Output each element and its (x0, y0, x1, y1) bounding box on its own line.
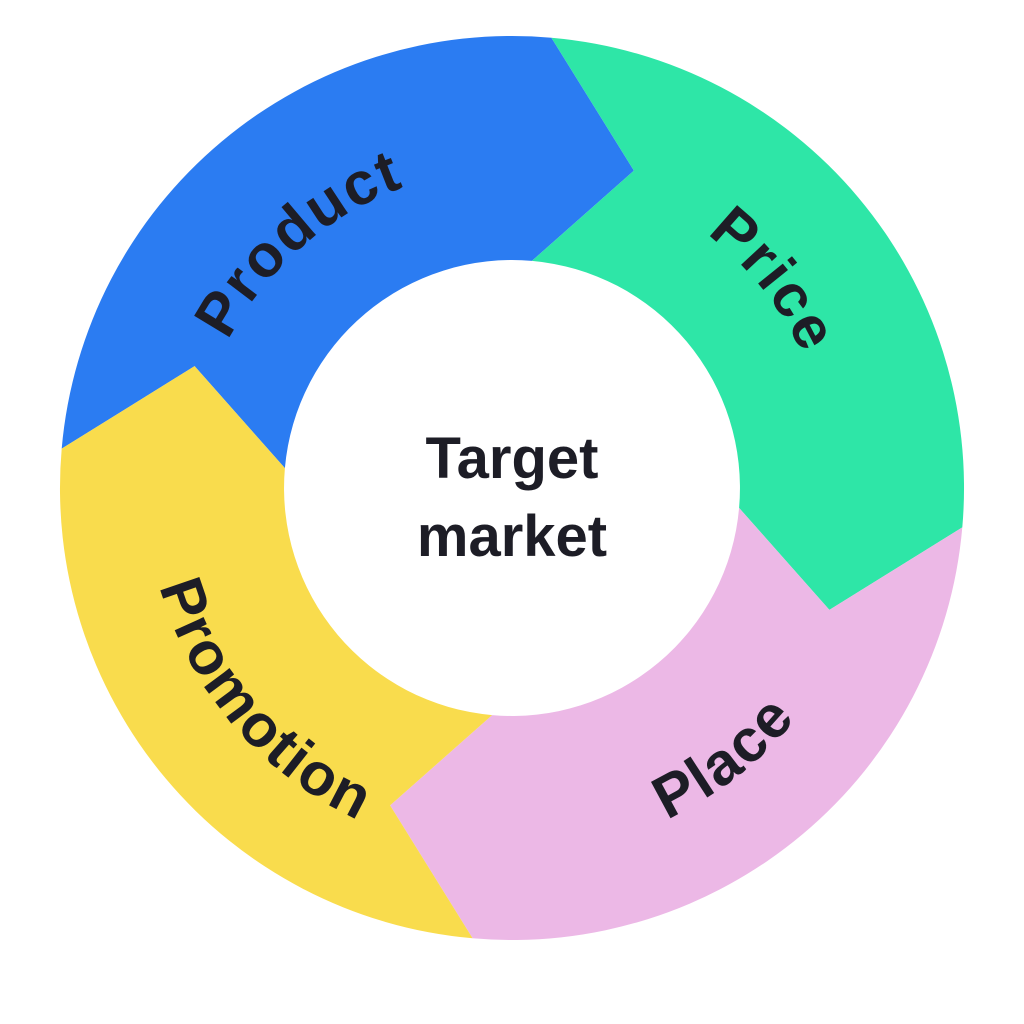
segment-price (531, 37, 965, 610)
segment-place (390, 507, 963, 941)
segment-product (61, 35, 634, 469)
center-label-line1: Target (426, 426, 599, 491)
center-label-line2: market (417, 504, 607, 569)
segment-promotion (59, 366, 493, 939)
